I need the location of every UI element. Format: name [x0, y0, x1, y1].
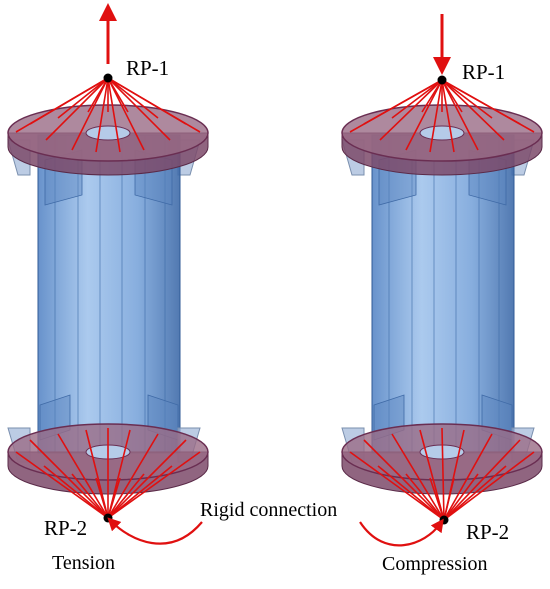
- left-rp1-label: RP-1: [126, 56, 170, 80]
- right-rp2-label: RP-2: [466, 520, 510, 544]
- right-top-rigid-ties: [349, 79, 535, 153]
- left-model: [7, 3, 209, 523]
- left-rp2-point: [103, 513, 113, 523]
- right-top-flange-hole: [419, 125, 465, 141]
- right-model: [341, 14, 543, 525]
- compression-caption: Compression: [382, 553, 488, 575]
- left-rp2-label: RP-2: [44, 516, 88, 540]
- right-bottom-rigid-ties: [349, 427, 535, 521]
- tension-caption: Tension: [52, 552, 116, 574]
- left-top-rigid-ties: [15, 77, 201, 153]
- rigid-connection-leader-right: [359, 518, 444, 547]
- left-rp1-point: [103, 73, 113, 83]
- rigid-connection-leader-left: [107, 517, 203, 545]
- left-top-flange-hole: [85, 125, 131, 141]
- right-cylinder-body: [371, 134, 515, 454]
- left-bottom-rigid-ties: [15, 428, 201, 519]
- right-rp1-label: RP-1: [462, 60, 506, 84]
- right-rp1-point: [437, 75, 447, 85]
- rigid-connection-label: Rigid connection: [200, 499, 338, 521]
- right-rp2-point: [439, 515, 449, 525]
- left-cylinder-body: [37, 134, 181, 454]
- right-cylinder-ribs: [388, 135, 500, 453]
